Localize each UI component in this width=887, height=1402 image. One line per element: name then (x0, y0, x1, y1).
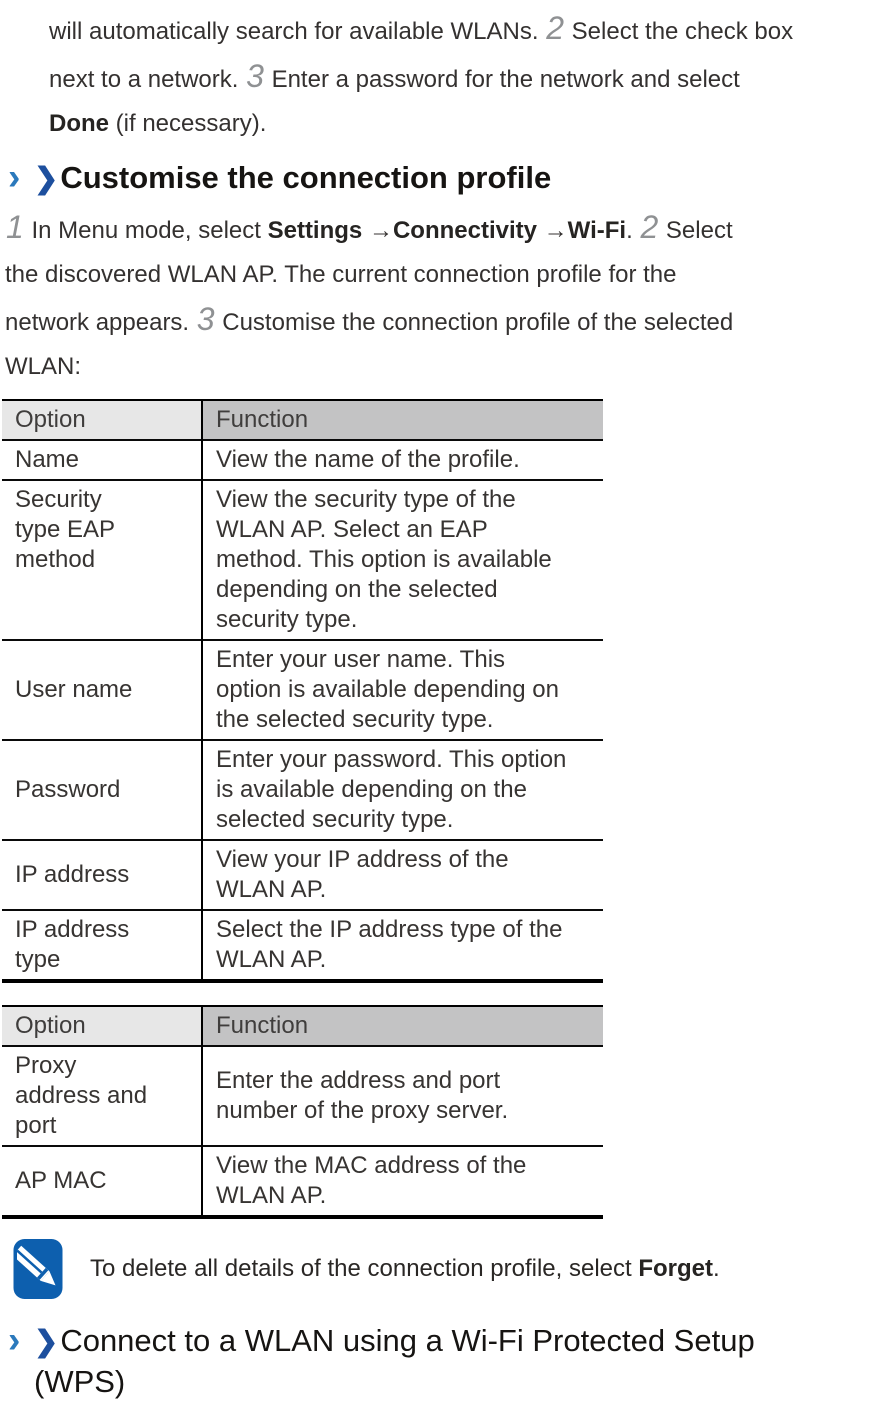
table-row: IP address type Select the IP address typ… (2, 910, 603, 981)
function-cell: View the MAC address of the WLAN AP. (201, 1146, 603, 1217)
section-title-text: Connect to a WLAN using a Wi-Fi Protecte… (34, 1323, 755, 1399)
note-pencil-icon (13, 1239, 63, 1299)
table-row: Security type EAP method View the securit… (2, 480, 603, 640)
option-cell: Security type EAP method (15, 486, 116, 573)
function-cell: View the security type of the WLAN AP. S… (201, 480, 603, 640)
manual-page: will automatically search for available … (0, 6, 887, 1399)
table-row: AP MAC View the MAC address of the WLAN A… (2, 1146, 603, 1217)
section-heading-wps: › ❯Connect to a WLAN using a Wi-Fi Prote… (8, 1321, 887, 1402)
option-cell: Proxy address and port (15, 1052, 148, 1139)
table-row: Name View the name of the profile. (2, 440, 603, 480)
option-header: Option (2, 1006, 202, 1046)
function-header: Function (201, 1006, 603, 1046)
section-title: ❯Connect to a WLAN using a Wi-Fi Protect… (34, 1321, 755, 1402)
table-row: Password Enter your password. This option… (2, 740, 603, 840)
function-cell: Enter the address and port number of the… (201, 1046, 603, 1146)
section-title-text: Customise the connection profile (60, 160, 552, 195)
steps-paragraph: 1 In Menu mode, select Settings →Connect… (5, 209, 734, 380)
function-header: Function (201, 400, 603, 440)
option-cell: IP address (15, 861, 130, 888)
table-row: IP address View your IP address of the WL… (2, 840, 603, 910)
option-cell: IP address type (15, 916, 130, 973)
section-heading-customise: › ❯Customise the connection profile (8, 158, 887, 199)
chevron-right-icon: › (8, 156, 21, 197)
function-cell: Select the IP address type of the WLAN A… (201, 910, 603, 981)
section-title: ❯Customise the connection profile (34, 158, 551, 199)
table-row: User name Enter your user name. This opti… (2, 640, 603, 740)
option-cell: Password (15, 776, 121, 803)
function-cell: View your IP address of the WLAN AP. (201, 840, 603, 910)
function-cell: Enter your user name. This option is ava… (201, 640, 603, 740)
note-text: To delete all details of the connection … (90, 1255, 720, 1282)
table-row: Proxy address and port Enter the address … (2, 1046, 603, 1146)
arrow-right-icon: ❯ (34, 1326, 59, 1358)
option-header: Option (2, 400, 202, 440)
option-cell: User name (15, 676, 133, 703)
option-cell: Name (15, 446, 80, 473)
option-cell: AP MAC (15, 1167, 107, 1194)
arrow-right-icon: ❯ (34, 163, 59, 195)
function-cell: Enter your password. This option is avai… (201, 740, 603, 840)
function-cell: View the name of the profile. (201, 440, 603, 480)
chevron-right-icon: › (8, 1319, 21, 1360)
note: To delete all details of the connection … (12, 1237, 887, 1301)
intro-paragraph: will automatically search for available … (49, 10, 794, 137)
